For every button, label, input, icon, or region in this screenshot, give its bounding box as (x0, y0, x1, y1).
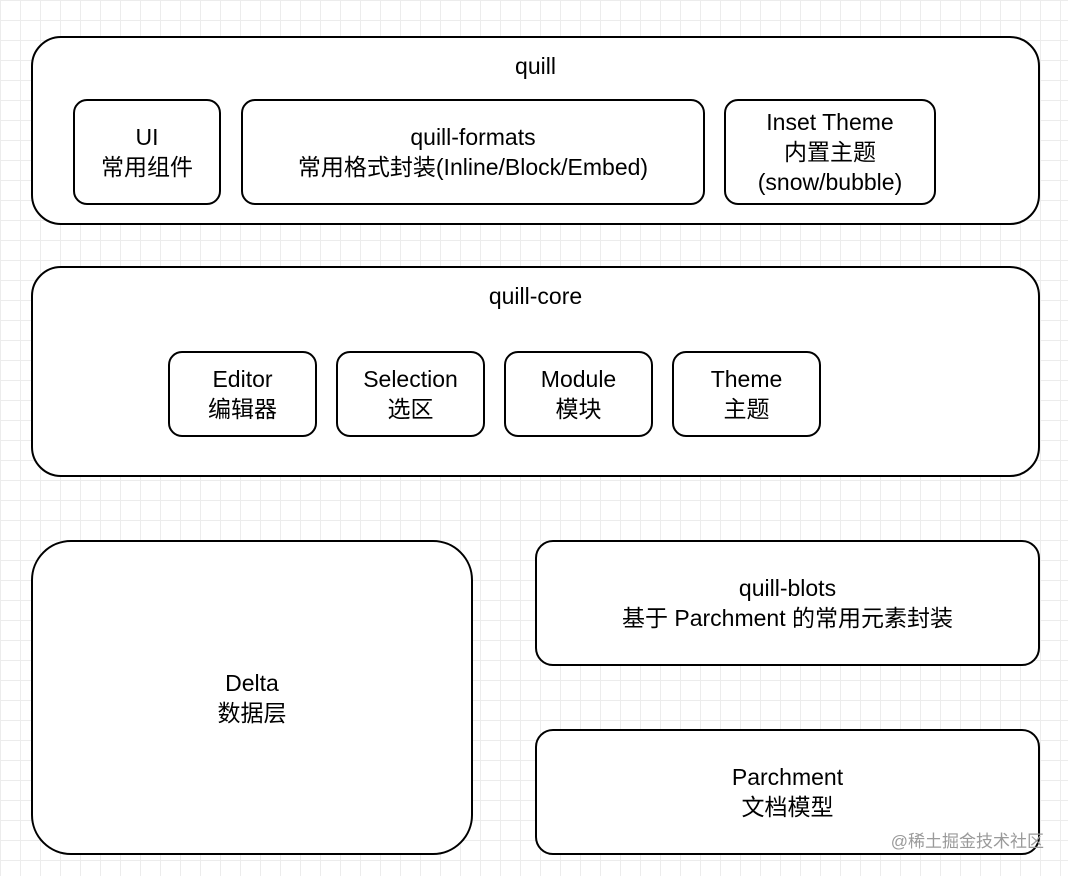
theme-box: Theme 主题 (672, 351, 821, 437)
quill-formats-desc: 常用格式封装(Inline/Block/Embed) (297, 154, 649, 180)
module-box: Module 模块 (504, 351, 653, 437)
quill-blots-box: quill-blots 基于 Parchment 的常用元素封装 (535, 540, 1040, 666)
editor-box: Editor 编辑器 (168, 351, 317, 437)
watermark: @稀土掘金技术社区 (890, 832, 1044, 851)
selection-desc: 选区 (387, 396, 434, 422)
quill-formats-label: quill-formats (410, 124, 536, 150)
parchment-desc: 文档模型 (741, 794, 834, 820)
delta-box: Delta 数据层 (31, 540, 473, 855)
quill-core-container: quill-core Editor 编辑器 Selection 选区 Modul… (31, 266, 1040, 477)
quill-core-title: quill-core (488, 283, 583, 309)
quill-formats-box: quill-formats 常用格式封装(Inline/Block/Embed) (241, 99, 705, 205)
theme-desc: 主题 (723, 396, 770, 422)
ui-box: UI 常用组件 (73, 99, 221, 205)
delta-desc: 数据层 (217, 699, 287, 726)
quill-blots-label: quill-blots (738, 575, 837, 601)
editor-desc: 编辑器 (208, 396, 277, 422)
parchment-box: Parchment 文档模型 (535, 729, 1040, 855)
selection-label: Selection (363, 366, 458, 392)
inset-theme-variants: (snow/bubble) (757, 169, 903, 195)
ui-label: UI (135, 124, 159, 150)
inset-theme-box: Inset Theme 内置主题 (snow/bubble) (724, 99, 936, 205)
module-desc: 模块 (555, 396, 602, 422)
quill-container: quill UI 常用组件 quill-formats 常用格式封装(Inlin… (31, 36, 1040, 225)
inset-theme-desc: 内置主题 (784, 139, 876, 165)
quill-blots-desc: 基于 Parchment 的常用元素封装 (622, 605, 953, 631)
selection-box: Selection 选区 (336, 351, 485, 437)
quill-title: quill (515, 53, 556, 79)
editor-label: Editor (212, 366, 273, 392)
delta-label: Delta (225, 669, 279, 696)
module-label: Module (540, 366, 617, 392)
theme-label: Theme (710, 366, 783, 392)
ui-desc: 常用组件 (101, 154, 193, 180)
parchment-label: Parchment (731, 764, 844, 790)
inset-theme-label: Inset Theme (766, 109, 894, 135)
